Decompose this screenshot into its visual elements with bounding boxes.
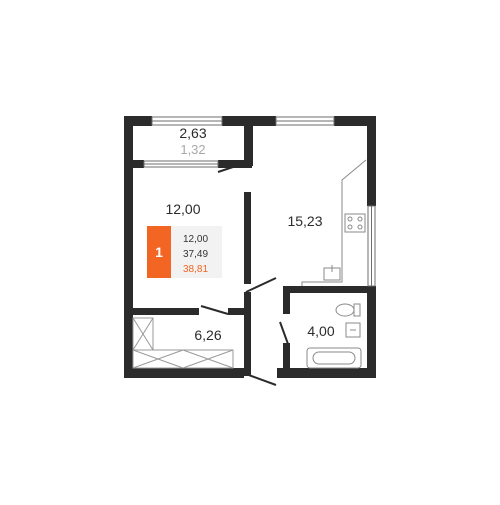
wall-top-left xyxy=(124,116,152,126)
wall-balcony-bottom-right xyxy=(218,160,252,168)
doors xyxy=(200,163,289,386)
wall-left xyxy=(124,116,133,376)
wardrobe-bottom xyxy=(132,349,234,369)
bathtub-inner-icon xyxy=(312,351,356,365)
wall-right-lower xyxy=(367,286,376,378)
toilet-tank-icon xyxy=(353,303,361,317)
wall-top-right-a xyxy=(252,116,276,126)
hallway-wardrobe xyxy=(132,317,234,369)
stove-burner-4-icon xyxy=(357,224,363,230)
wall-right-upper xyxy=(367,116,376,206)
hallway-area: 6,26 xyxy=(194,327,221,343)
total-area-with-balcony: 38,81 xyxy=(183,264,208,275)
wall-partition-middle xyxy=(244,192,251,284)
wall-balcony-bottom-left xyxy=(124,160,144,168)
door-balcony xyxy=(217,163,243,173)
bathroom-area: 4,00 xyxy=(307,323,334,339)
wall-partition-upper xyxy=(244,116,253,166)
rooms-count-badge xyxy=(147,226,171,278)
stove-burner-3-icon xyxy=(347,224,353,230)
balcony-area: 2,63 xyxy=(179,125,206,141)
washbasin-icon xyxy=(345,322,361,338)
wall-bedroom-bottom-left xyxy=(124,308,199,315)
wardrobe-bottom-diag-2 xyxy=(132,349,184,369)
living-area: 12,00 xyxy=(183,234,208,245)
kitchen-counter xyxy=(301,159,367,286)
wall-bath-left-upper xyxy=(283,286,290,314)
stove-icon xyxy=(344,213,366,233)
balcony-coef-area: 1,32 xyxy=(180,142,205,157)
wall-bath-top xyxy=(283,286,376,293)
kitchen-living-area: 15,23 xyxy=(287,213,322,229)
wall-bottom-left xyxy=(124,368,244,378)
wall-partition-lower xyxy=(244,292,251,376)
rooms-count: 1 xyxy=(155,244,163,260)
wall-bedroom-bottom-right xyxy=(228,308,251,315)
wardrobe-left-diag-2 xyxy=(132,317,154,351)
wall-bottom-right xyxy=(277,368,376,378)
door-bedroom xyxy=(200,305,229,315)
wardrobe-bottom-diag-4 xyxy=(182,349,234,369)
walls xyxy=(124,116,376,378)
kitchen-fixtures xyxy=(301,159,367,286)
bathtub-icon xyxy=(306,347,362,369)
door-entrance xyxy=(245,373,277,386)
room-labels: 2,63 1,32 12,00 15,23 6,26 4,00 xyxy=(165,125,334,343)
stove-burner-1-icon xyxy=(347,216,353,222)
stove-burner-2-icon xyxy=(357,216,363,222)
wall-bath-left-lower xyxy=(283,343,290,378)
windows xyxy=(143,116,376,287)
bedroom-area: 12,00 xyxy=(165,201,200,217)
info-card: 1 12,00 37,49 38,81 xyxy=(147,226,222,278)
bathroom-fixtures xyxy=(306,303,362,369)
toilet-icon xyxy=(335,303,355,317)
total-area: 37,49 xyxy=(183,249,208,260)
wall-top-mid xyxy=(222,116,252,126)
door-kitchen xyxy=(245,277,277,293)
door-bathroom xyxy=(279,321,289,345)
wall-top-right-b xyxy=(334,116,376,126)
